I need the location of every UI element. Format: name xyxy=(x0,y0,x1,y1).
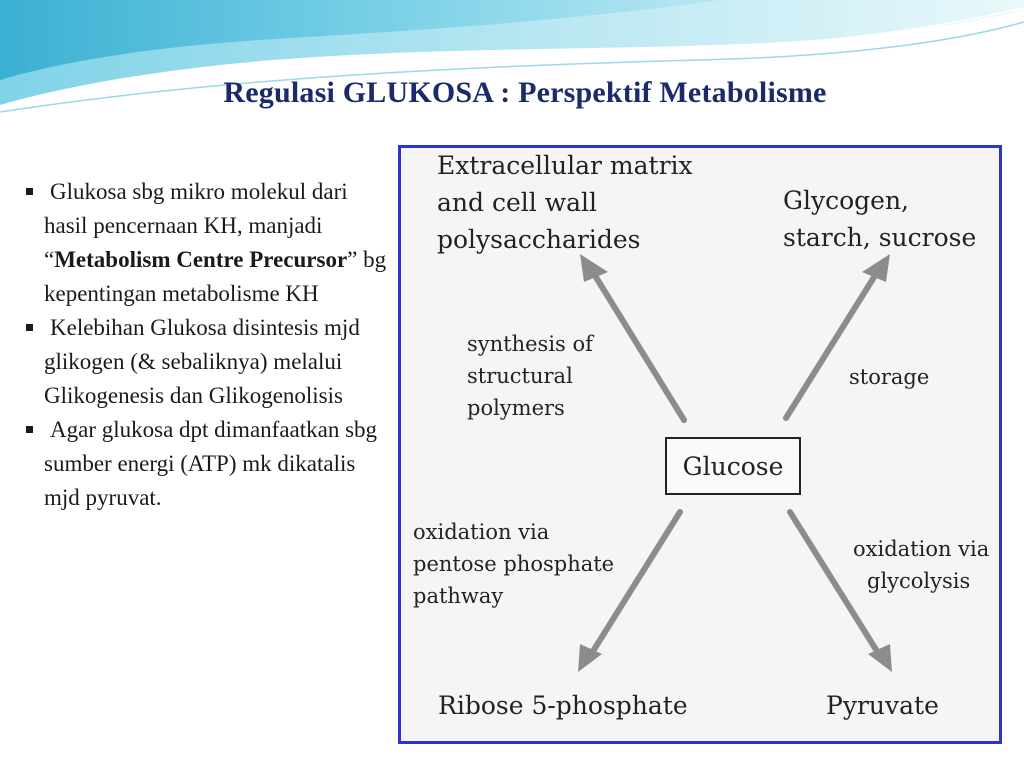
edge-label-storage: storage xyxy=(849,365,930,389)
header-wave-decoration xyxy=(0,0,1024,120)
edge-line: glycolysis xyxy=(867,569,971,593)
slide-title: Regulasi GLUKOSA : Perspektif Metabolism… xyxy=(223,76,827,109)
edge-line: oxidation via xyxy=(413,520,550,544)
bullet-item: Kelebihan Glukosa disintesis mjd glikoge… xyxy=(20,311,392,413)
edge-label-pentose-phosphate: oxidation via pentose phosphate pathway xyxy=(413,516,614,612)
bullet-text-post: ” bg kepentingan metabolisme KH xyxy=(44,247,387,306)
bullet-item: Agar glukosa dpt dimanfaatkan sbg sumber… xyxy=(20,413,392,515)
bullet-text: Kelebihan Glukosa disintesis mjd glikoge… xyxy=(44,315,360,408)
arrowhead-top-right xyxy=(862,254,890,282)
edge-line: synthesis of xyxy=(467,332,593,356)
node-extracellular-matrix: Extracellular matrix and cell wall polys… xyxy=(437,147,693,258)
node-line: polysaccharides xyxy=(437,225,641,254)
node-line: and cell wall xyxy=(437,188,597,217)
arrow-to-top-right xyxy=(783,271,879,421)
edge-line: polymers xyxy=(467,396,565,420)
edge-line: oxidation via xyxy=(853,537,990,561)
arrow-to-bottom-right xyxy=(787,509,883,659)
arrowhead-top-left xyxy=(580,254,608,282)
node-glucose: Glucose xyxy=(665,437,801,495)
bullet-text-pre: Glukosa sbg mikro molekul dari hasil pen… xyxy=(44,179,348,272)
arrow-to-top-left xyxy=(591,271,687,423)
bullet-text-bold: Metabolism Centre Precursor xyxy=(54,247,348,272)
bullet-item: Glukosa sbg mikro molekul dari hasil pen… xyxy=(20,175,392,311)
edge-line: pentose phosphate xyxy=(413,552,615,576)
edge-label-glycolysis: oxidation via glycolysis xyxy=(853,533,989,597)
bullet-text: Agar glukosa dpt dimanfaatkan sbg sumber… xyxy=(44,417,378,510)
node-line: Extracellular matrix xyxy=(437,151,693,180)
node-line: starch, sucrose xyxy=(783,223,977,252)
node-ribose-5-phosphate: Ribose 5-phosphate xyxy=(438,691,688,720)
edge-line: structural xyxy=(467,364,573,388)
arrow-to-bottom-left xyxy=(587,509,683,659)
node-glucose-label: Glucose xyxy=(682,451,784,481)
arrowhead-bottom-left xyxy=(578,644,602,672)
node-glycogen: Glycogen, starch, sucrose xyxy=(783,182,976,256)
bullet-list: Glukosa sbg mikro molekul dari hasil pen… xyxy=(20,175,392,515)
edge-label-synthesis: synthesis of structural polymers xyxy=(467,328,593,424)
node-line: Glycogen, xyxy=(783,186,909,215)
arrowhead-bottom-right xyxy=(868,644,892,672)
node-pyruvate: Pyruvate xyxy=(826,691,939,720)
edge-line: pathway xyxy=(413,584,504,608)
